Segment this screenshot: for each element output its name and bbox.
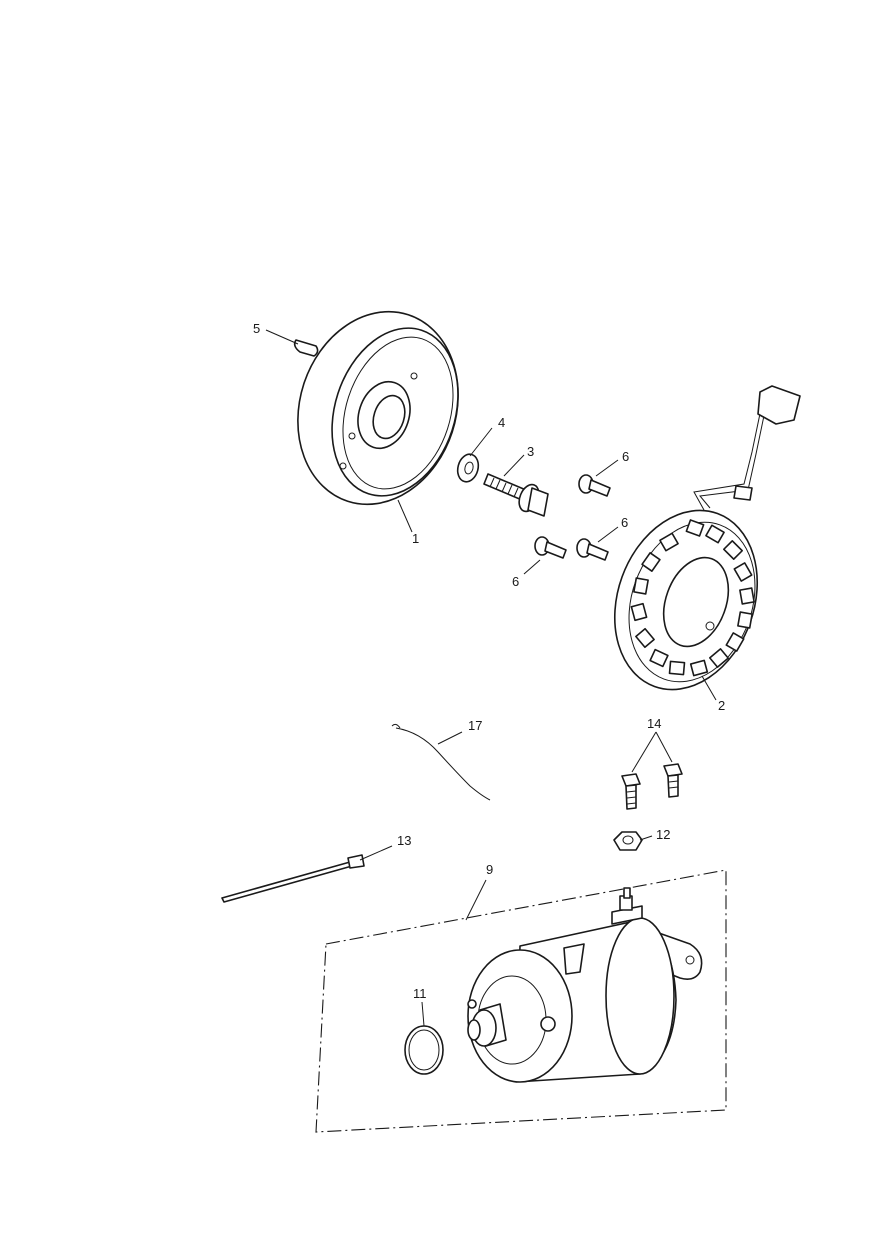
part-2-stator — [613, 385, 801, 701]
part-1-rotor — [297, 310, 459, 533]
callout-14: 14 — [647, 716, 661, 731]
part-6-screw-top — [578, 459, 619, 497]
callout-11: 11 — [413, 986, 427, 1001]
starter-motor — [467, 887, 703, 1083]
callout-1: 1 — [412, 531, 419, 546]
part-6-screw-lower — [523, 536, 567, 575]
callout-6-middle: 6 — [621, 515, 628, 530]
callout-13: 13 — [397, 833, 411, 848]
part-3-bolt — [483, 454, 549, 517]
callout-3: 3 — [527, 444, 534, 459]
callout-9: 9 — [486, 862, 493, 877]
part-11-o-ring — [404, 1001, 444, 1075]
part-6-screw-middle — [576, 526, 619, 561]
callout-17: 17 — [468, 718, 482, 733]
callout-6-top: 6 — [622, 449, 629, 464]
callout-5: 5 — [253, 321, 260, 336]
part-9-assembly-boundary — [315, 869, 727, 1133]
part-17-wire — [391, 723, 491, 801]
part-12-nut — [613, 831, 653, 851]
callout-12: 12 — [656, 827, 670, 842]
part-14-bolt-left — [621, 773, 641, 810]
stator-windings — [630, 519, 755, 677]
part-4-washer — [456, 427, 493, 483]
callout-6-lower: 6 — [512, 574, 519, 589]
callout-2: 2 — [718, 698, 725, 713]
part-5-key — [265, 329, 319, 357]
part-13-cable-tie — [221, 845, 393, 903]
callout-4: 4 — [498, 415, 505, 430]
part-14-bolt-right — [663, 763, 683, 798]
